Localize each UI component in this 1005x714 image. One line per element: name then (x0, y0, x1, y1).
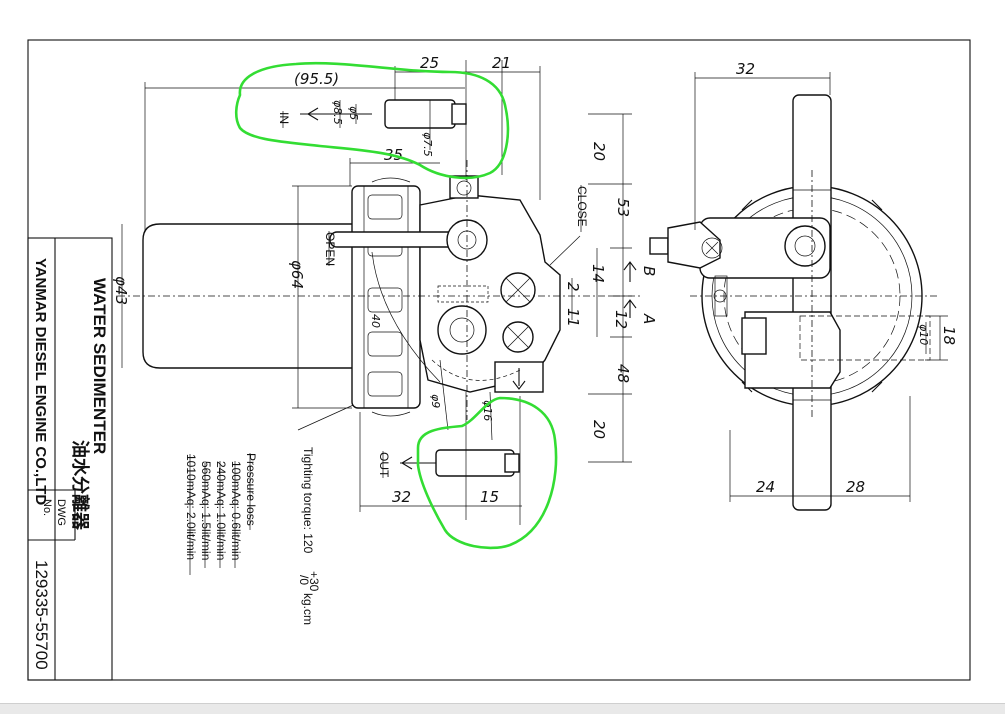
dim-28: 28 (846, 478, 865, 496)
dwg-number: 129335-55700 (32, 560, 51, 670)
outlet-label: OUT (377, 452, 391, 478)
view-arrow-b: B (623, 261, 658, 282)
torque-tolerance-upper: +30 (307, 571, 321, 592)
highlight-outlet (416, 396, 558, 550)
pressure-loss-row: 100mAq: 0.6lit/min (229, 461, 243, 560)
close-label: CLOSE (575, 186, 589, 227)
dim-32-bottom: 32 (392, 488, 411, 506)
drawing-title: WATER SEDIMENTER (90, 278, 109, 454)
view-b-label: B (640, 266, 658, 276)
outlet-pipe (400, 392, 521, 525)
torque-tolerance-lower: /0 (297, 575, 311, 585)
pressure-loss-heading: Pressure loss (244, 453, 258, 526)
end-view (649, 72, 948, 511)
dim-2: 2 (564, 282, 582, 292)
pressure-loss-row: 560mAq: 1.5lit/min (199, 461, 213, 560)
dim-r40: 40 (369, 314, 382, 328)
dim-48: 48 (614, 364, 632, 383)
dim-18: 18 (940, 326, 958, 345)
dwg-label: DWG (55, 499, 67, 526)
dim-phi10: φ10 (917, 324, 930, 345)
dim-20-bottom: 20 (590, 420, 608, 439)
inlet-label: IN (277, 112, 291, 124)
dim-53: 53 (614, 198, 632, 217)
dim-12: 12 (612, 310, 630, 329)
drawing-title-japanese: 油水分離器 (70, 440, 91, 531)
window-bottom-bar (0, 703, 1005, 714)
valve-body-side-view (329, 175, 561, 393)
dim-32-right: 32 (736, 60, 755, 78)
dim-24: 24 (756, 478, 775, 496)
view-a-label: A (640, 313, 658, 324)
dim-phi5: φ5 (347, 106, 360, 120)
dim-phi7-5: φ7.5 (421, 132, 434, 157)
dim-phi43: φ43 (112, 276, 130, 305)
company-name: YANMAR DIESEL ENGINE CO.,LTD (32, 258, 49, 505)
dim-phi64: φ64 (288, 260, 306, 289)
dim-21: 21 (492, 54, 511, 72)
pressure-loss-row: 1010mAq: 2.0lit/min (184, 454, 198, 560)
pressure-loss-row: 240mAq: 1.0lit/min (214, 461, 228, 560)
torque-note: Tighting torque: 120 +30 /0 kg.cm (297, 447, 321, 625)
no-label: No. (41, 499, 53, 516)
pressure-loss-table: Pressure loss 100mAq: 0.6lit/min 240mAq:… (184, 453, 258, 575)
dim-14: 14 (589, 264, 607, 283)
inlet-pipe (300, 60, 503, 180)
dim-15: 15 (480, 488, 499, 506)
title-block: WATER SEDIMENTER 油水分離器 YANMAR DIESEL ENG… (27, 237, 113, 681)
dim-phi16: φ16 (481, 400, 494, 421)
highlight-inlet (234, 61, 510, 180)
torque-text: Tighting torque: 120 (301, 447, 315, 554)
dim-11: 11 (564, 308, 582, 327)
open-label: OPEN (323, 232, 337, 266)
dim-phi8-5: φ8.5 (331, 100, 344, 125)
bowl-side-view (142, 177, 421, 417)
view-arrow-a: A (623, 299, 658, 324)
dim-25: 25 (420, 54, 439, 72)
dimension-lines (121, 66, 632, 512)
torque-unit: kg.cm (301, 593, 315, 625)
dim-phi9: φ9 (429, 394, 442, 408)
dim-95-5: (95.5) (294, 70, 339, 88)
dim-20-top: 20 (590, 142, 608, 161)
